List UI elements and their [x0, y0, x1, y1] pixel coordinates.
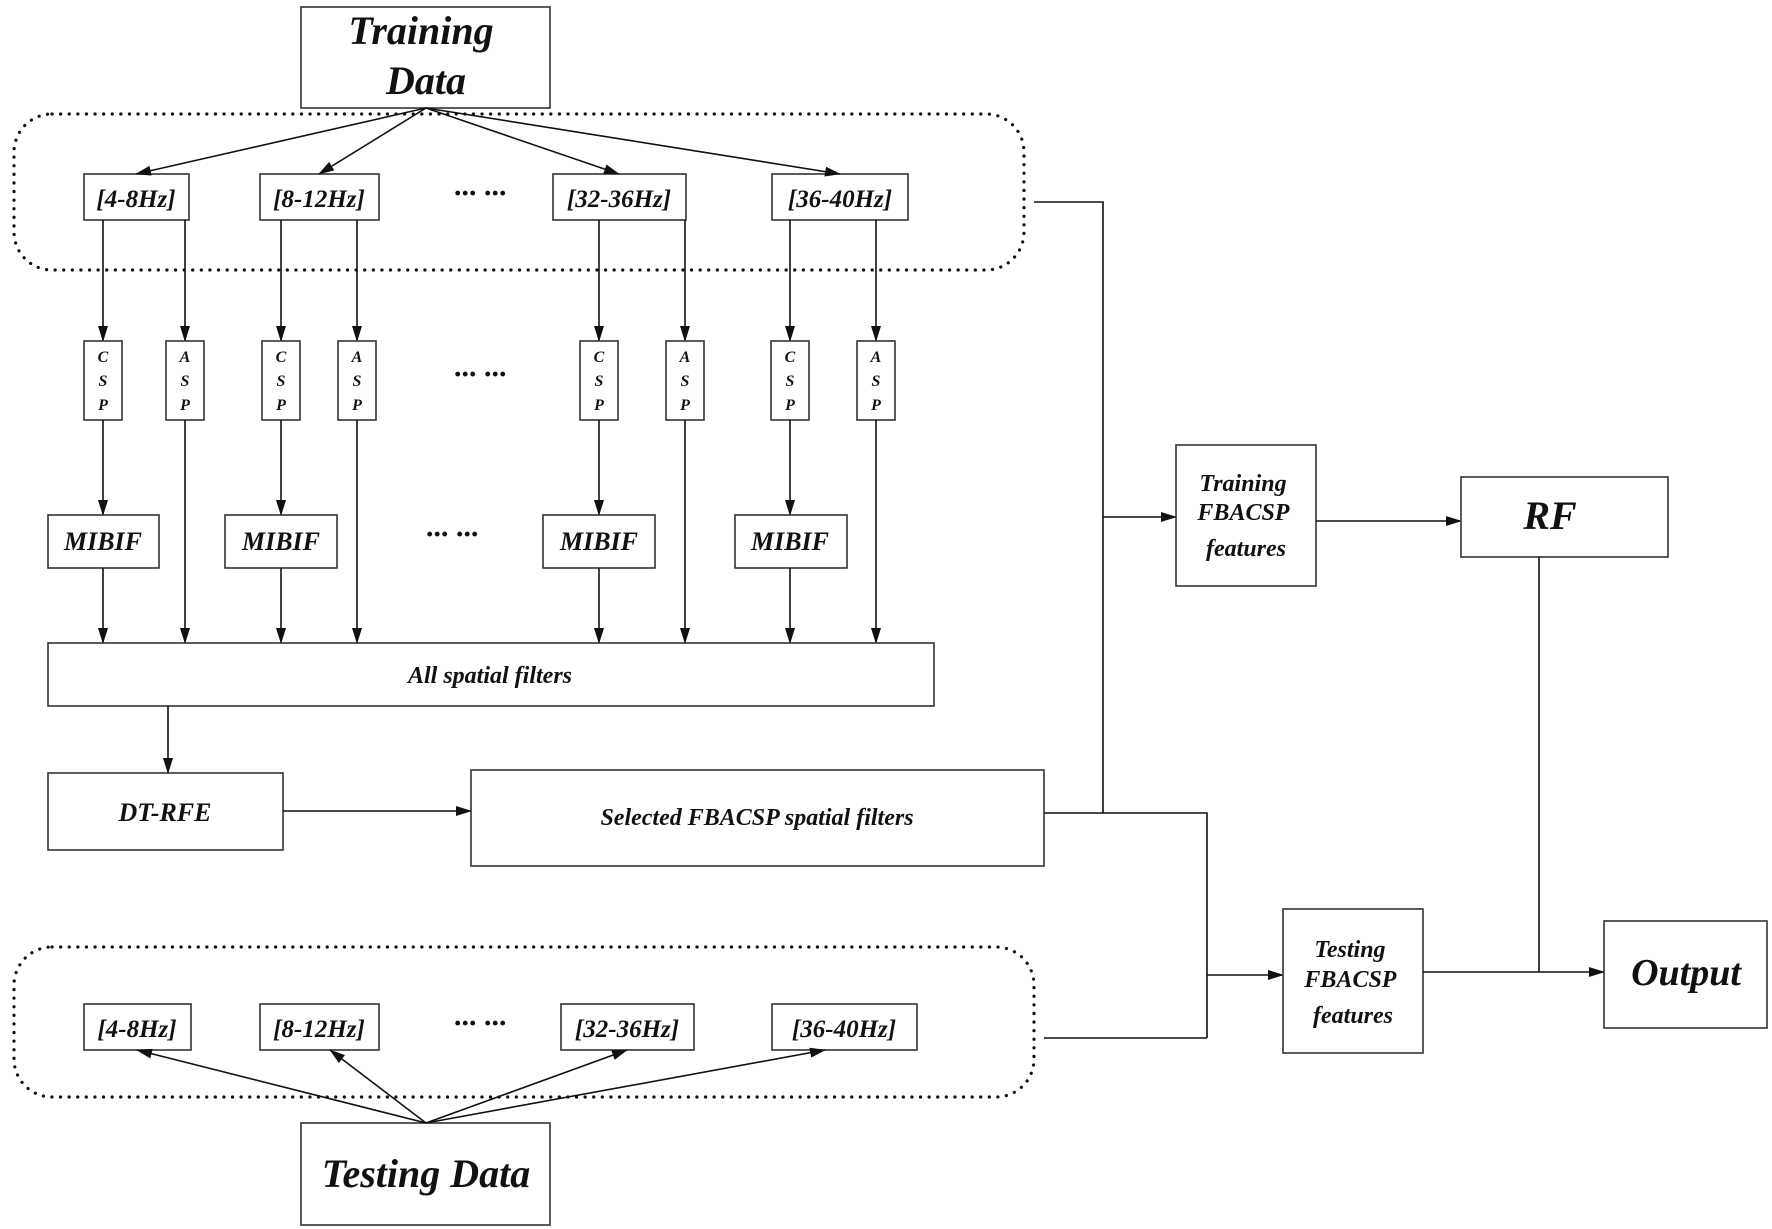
mibif-label: MIBIF: [559, 527, 638, 556]
dt-rfe-label: DT-RFE: [118, 798, 212, 827]
mibif-box: [734, 514, 848, 569]
mibif-box: [224, 514, 338, 569]
mibif-label: MIBIF: [241, 527, 320, 556]
rf-box: [1460, 476, 1669, 558]
band-label: [36-40Hz]: [788, 186, 892, 213]
arrow-training-to-band: [425, 107, 841, 177]
output-label: Output: [1631, 952, 1742, 994]
selected-filters-box: [470, 769, 1045, 867]
band-label: [8-12Hz]: [273, 1016, 365, 1043]
csp-box: [261, 340, 301, 421]
band-label: [36-40Hz]: [792, 1016, 896, 1043]
ellipsis: ··· ···: [426, 518, 479, 551]
band-label: [32-36Hz]: [575, 1016, 679, 1043]
connector-selected-to-testing: [1103, 812, 1208, 1038]
arrow-testing-to-band: [136, 1048, 427, 1124]
arrow-training-to-band: [135, 107, 427, 176]
all-spatial-filters-label: All spatial filters: [406, 663, 572, 689]
arrow-training-to-band: [318, 107, 427, 175]
output-box: [1603, 920, 1768, 1029]
band-label: [4-8Hz]: [97, 1016, 176, 1043]
testing-band-group: [12, 945, 1036, 1099]
testing-data-box: [300, 1122, 551, 1226]
band-box: [560, 1003, 695, 1051]
training-features-label: Training FBACSP features: [1196, 471, 1294, 562]
training-data-box: [300, 6, 551, 109]
testing-bands: [4-8Hz] [8-12Hz] [32-36Hz] [36-40Hz]: [83, 1003, 918, 1051]
ellipsis: ··· ···: [454, 358, 507, 391]
asp-box: [165, 340, 205, 421]
all-spatial-filters-box: [47, 642, 935, 707]
training-data-label: Training Data: [348, 8, 503, 103]
ellipsis: ··· ···: [454, 177, 507, 210]
rf-label: RF: [1522, 493, 1577, 538]
connector-training-group: [1034, 201, 1104, 813]
selected-filters-label: Selected FBACSP spatial filters: [600, 805, 913, 831]
band-label: [8-12Hz]: [273, 186, 365, 213]
arrow-testing-to-band: [425, 1047, 826, 1124]
band-box: [83, 173, 190, 221]
band-label: [4-8Hz]: [96, 186, 175, 213]
training-band-group: [12, 112, 1026, 272]
ellipsis: ··· ···: [454, 1007, 507, 1040]
arrow-training-to-band: [425, 107, 620, 175]
mibif-row: MIBIF MIBIF MIBIF MIBIF: [47, 514, 848, 569]
band-box: [552, 173, 687, 221]
training-bands: [4-8Hz] [8-12Hz] [32-36Hz] [36-40Hz]: [83, 173, 909, 221]
mibif-box: [542, 514, 656, 569]
csp-box: [83, 340, 123, 421]
csp-box: [579, 340, 619, 421]
band-label: [32-36Hz]: [567, 186, 671, 213]
arrow-testing-to-band: [425, 1049, 628, 1124]
mibif-box: [47, 514, 160, 569]
testing-features-label: Testing FBACSP features: [1303, 937, 1401, 1029]
band-box: [259, 1003, 380, 1051]
band-box: [771, 173, 909, 221]
band-box: [83, 1003, 192, 1051]
training-features-box: [1175, 444, 1317, 587]
asp-box: [665, 340, 705, 421]
mibif-label: MIBIF: [750, 527, 829, 556]
arrow-testing-to-band: [329, 1049, 427, 1124]
asp-box: [856, 340, 896, 421]
mibif-label: MIBIF: [63, 527, 142, 556]
testing-features-box: [1282, 908, 1424, 1054]
band-box: [259, 173, 380, 221]
testing-data-label: Testing Data: [322, 1151, 531, 1196]
band-box: [771, 1003, 918, 1051]
